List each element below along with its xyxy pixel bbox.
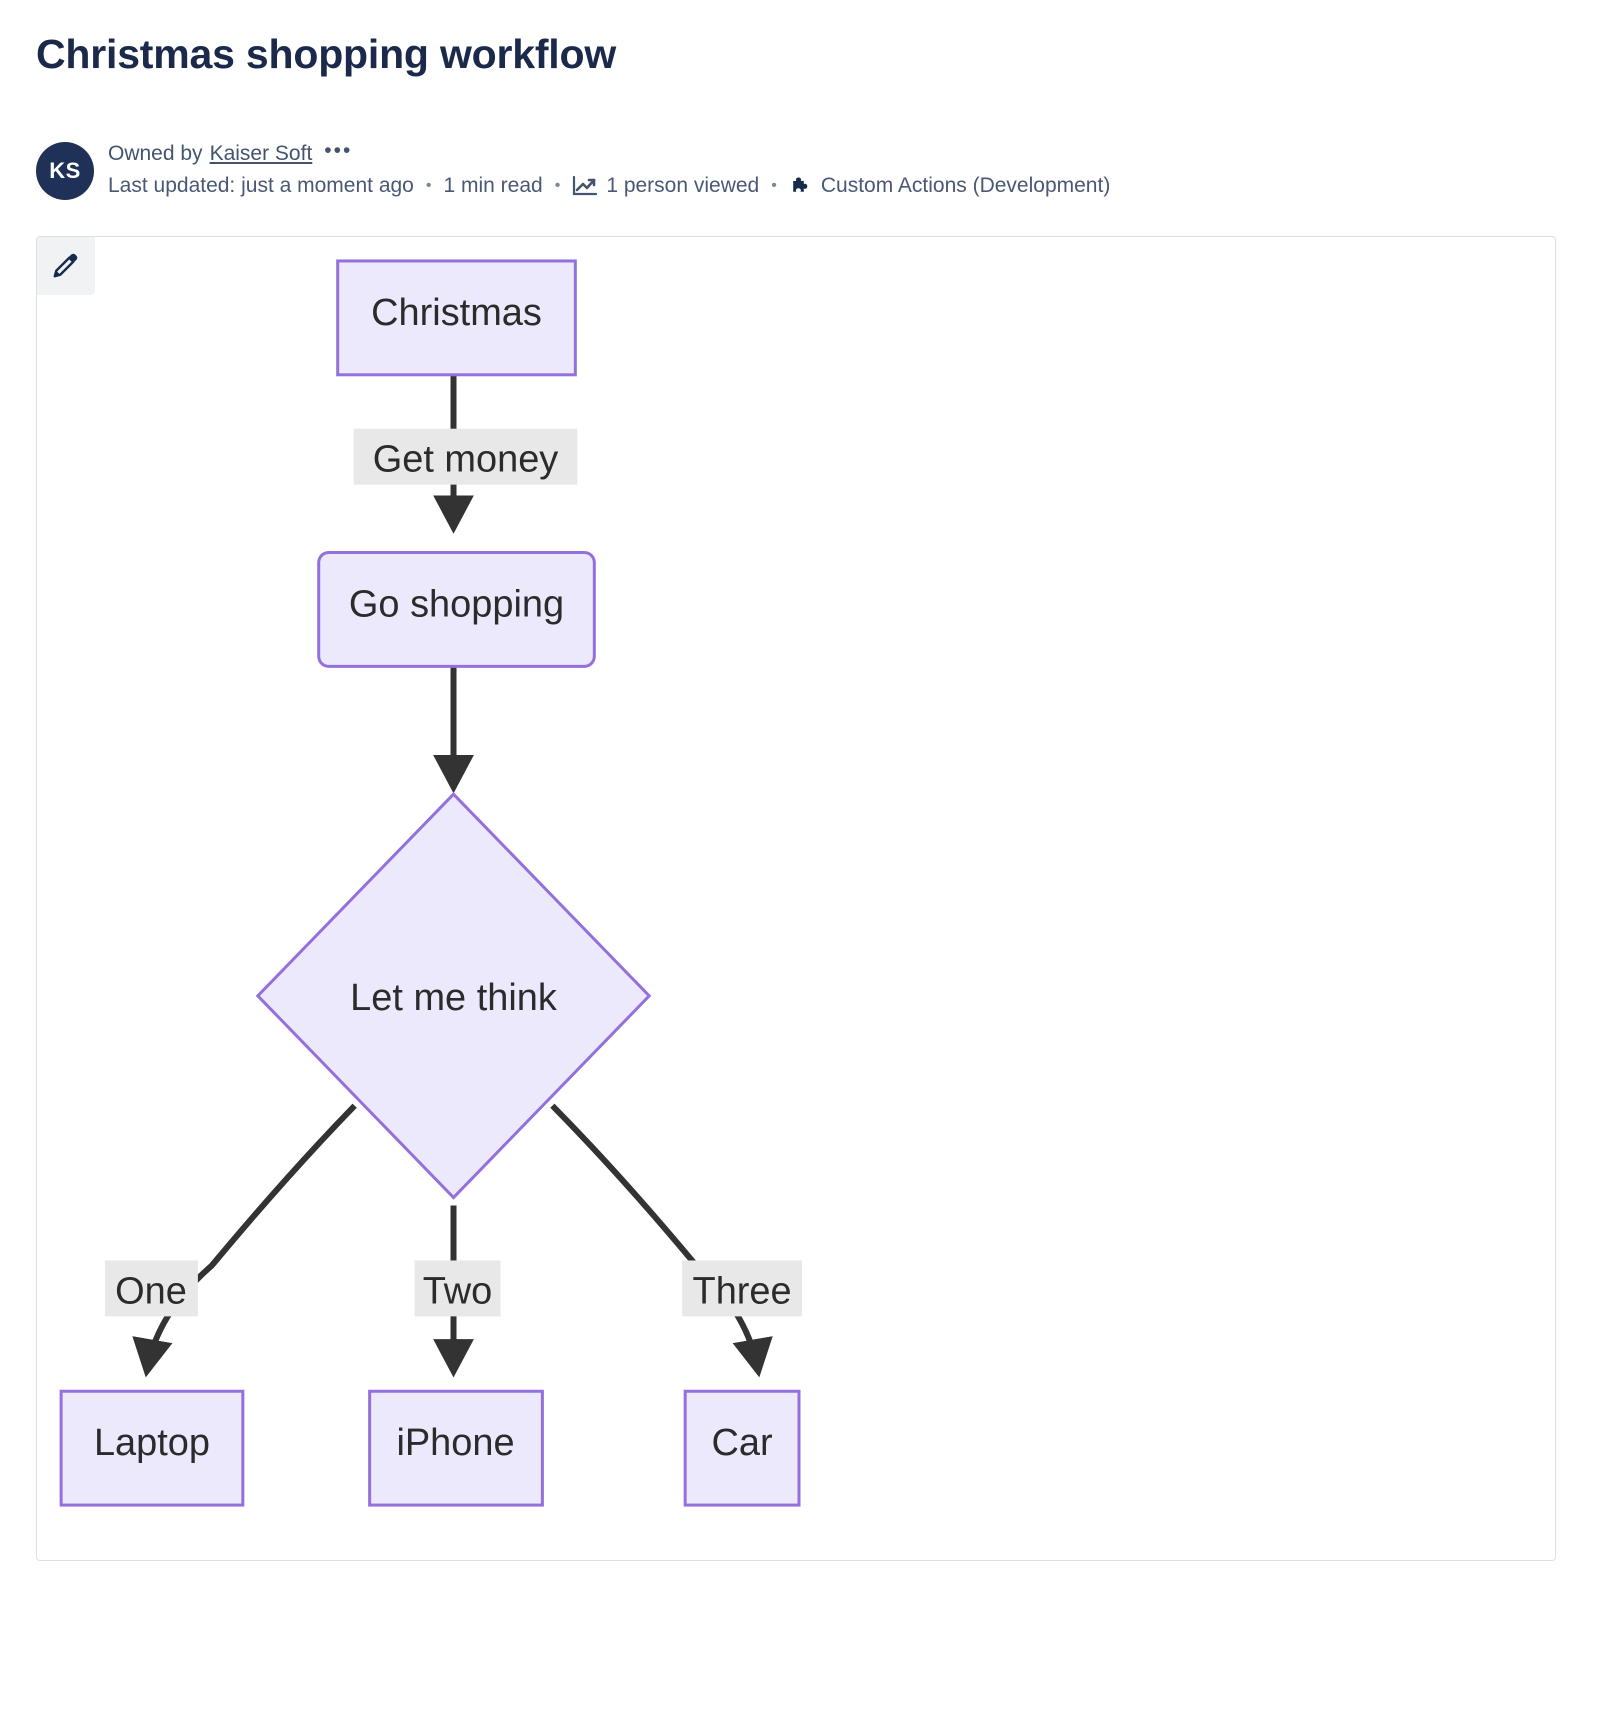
node-go-shopping[interactable]: Go shopping xyxy=(317,551,596,668)
owner-link[interactable]: Kaiser Soft xyxy=(209,142,313,165)
diagram-card: Christmas Go shopping Let me think Lapto… xyxy=(36,236,1556,1561)
node-iphone[interactable]: iPhone xyxy=(368,1389,544,1507)
edge-label-one: One xyxy=(105,1260,198,1317)
last-updated-text: Last updated: just a moment ago xyxy=(108,174,414,198)
edge-let-me-think-to-car xyxy=(550,1103,773,1378)
meta-separator: • xyxy=(771,177,777,195)
page-title: Christmas shopping workflow xyxy=(36,31,617,77)
node-label-laptop: Laptop xyxy=(94,1422,210,1464)
chart-line-icon xyxy=(572,175,598,197)
node-car[interactable]: Car xyxy=(683,1389,801,1507)
read-time-text: 1 min read xyxy=(443,174,543,198)
byline: KS Owned by Kaiser Soft ••• Last updated… xyxy=(36,140,1110,200)
edge-label-get-money: Get money xyxy=(353,428,578,485)
pencil-edit-icon xyxy=(51,250,81,283)
node-let-me-think[interactable]: Let me think xyxy=(255,792,652,1200)
app-source[interactable]: Custom Actions (Development) xyxy=(789,173,1110,199)
owner-row: Owned by Kaiser Soft ••• xyxy=(108,138,1110,167)
more-options-icon[interactable]: ••• xyxy=(324,138,353,162)
edge-label-text-two: Two xyxy=(423,1270,493,1312)
avatar[interactable]: KS xyxy=(36,142,94,200)
node-label-let-me-think: Let me think xyxy=(350,977,558,1019)
node-christmas[interactable]: Christmas xyxy=(336,259,577,377)
node-laptop[interactable]: Laptop xyxy=(59,1389,245,1507)
node-label-iphone: iPhone xyxy=(396,1422,514,1464)
node-label-go-shopping: Go shopping xyxy=(349,583,564,625)
edge-label-two: Two xyxy=(414,1260,501,1317)
meta-row: Last updated: just a moment ago • 1 min … xyxy=(108,173,1110,199)
flowchart-svg: Christmas Go shopping Let me think Lapto… xyxy=(59,259,802,1507)
node-label-christmas: Christmas xyxy=(371,292,542,334)
viewed-text: 1 person viewed xyxy=(606,174,760,198)
edge-label-three: Three xyxy=(682,1260,802,1317)
edge-label-text-get-money: Get money xyxy=(373,439,559,481)
viewed-stat[interactable]: 1 person viewed xyxy=(572,173,759,199)
byline-text: Owned by Kaiser Soft ••• Last updated: j… xyxy=(108,140,1110,200)
meta-separator: • xyxy=(425,177,432,195)
puzzle-piece-icon xyxy=(789,175,813,197)
edge-label-text-three: Three xyxy=(693,1270,792,1312)
edge-let-me-think-to-laptop xyxy=(132,1103,357,1378)
node-label-car: Car xyxy=(712,1422,773,1464)
app-label: Custom Actions (Development) xyxy=(820,174,1111,198)
edit-diagram-button[interactable] xyxy=(37,237,95,295)
meta-separator: • xyxy=(554,177,561,195)
owned-by-label: Owned by xyxy=(108,142,203,165)
edge-label-text-one: One xyxy=(115,1270,187,1312)
